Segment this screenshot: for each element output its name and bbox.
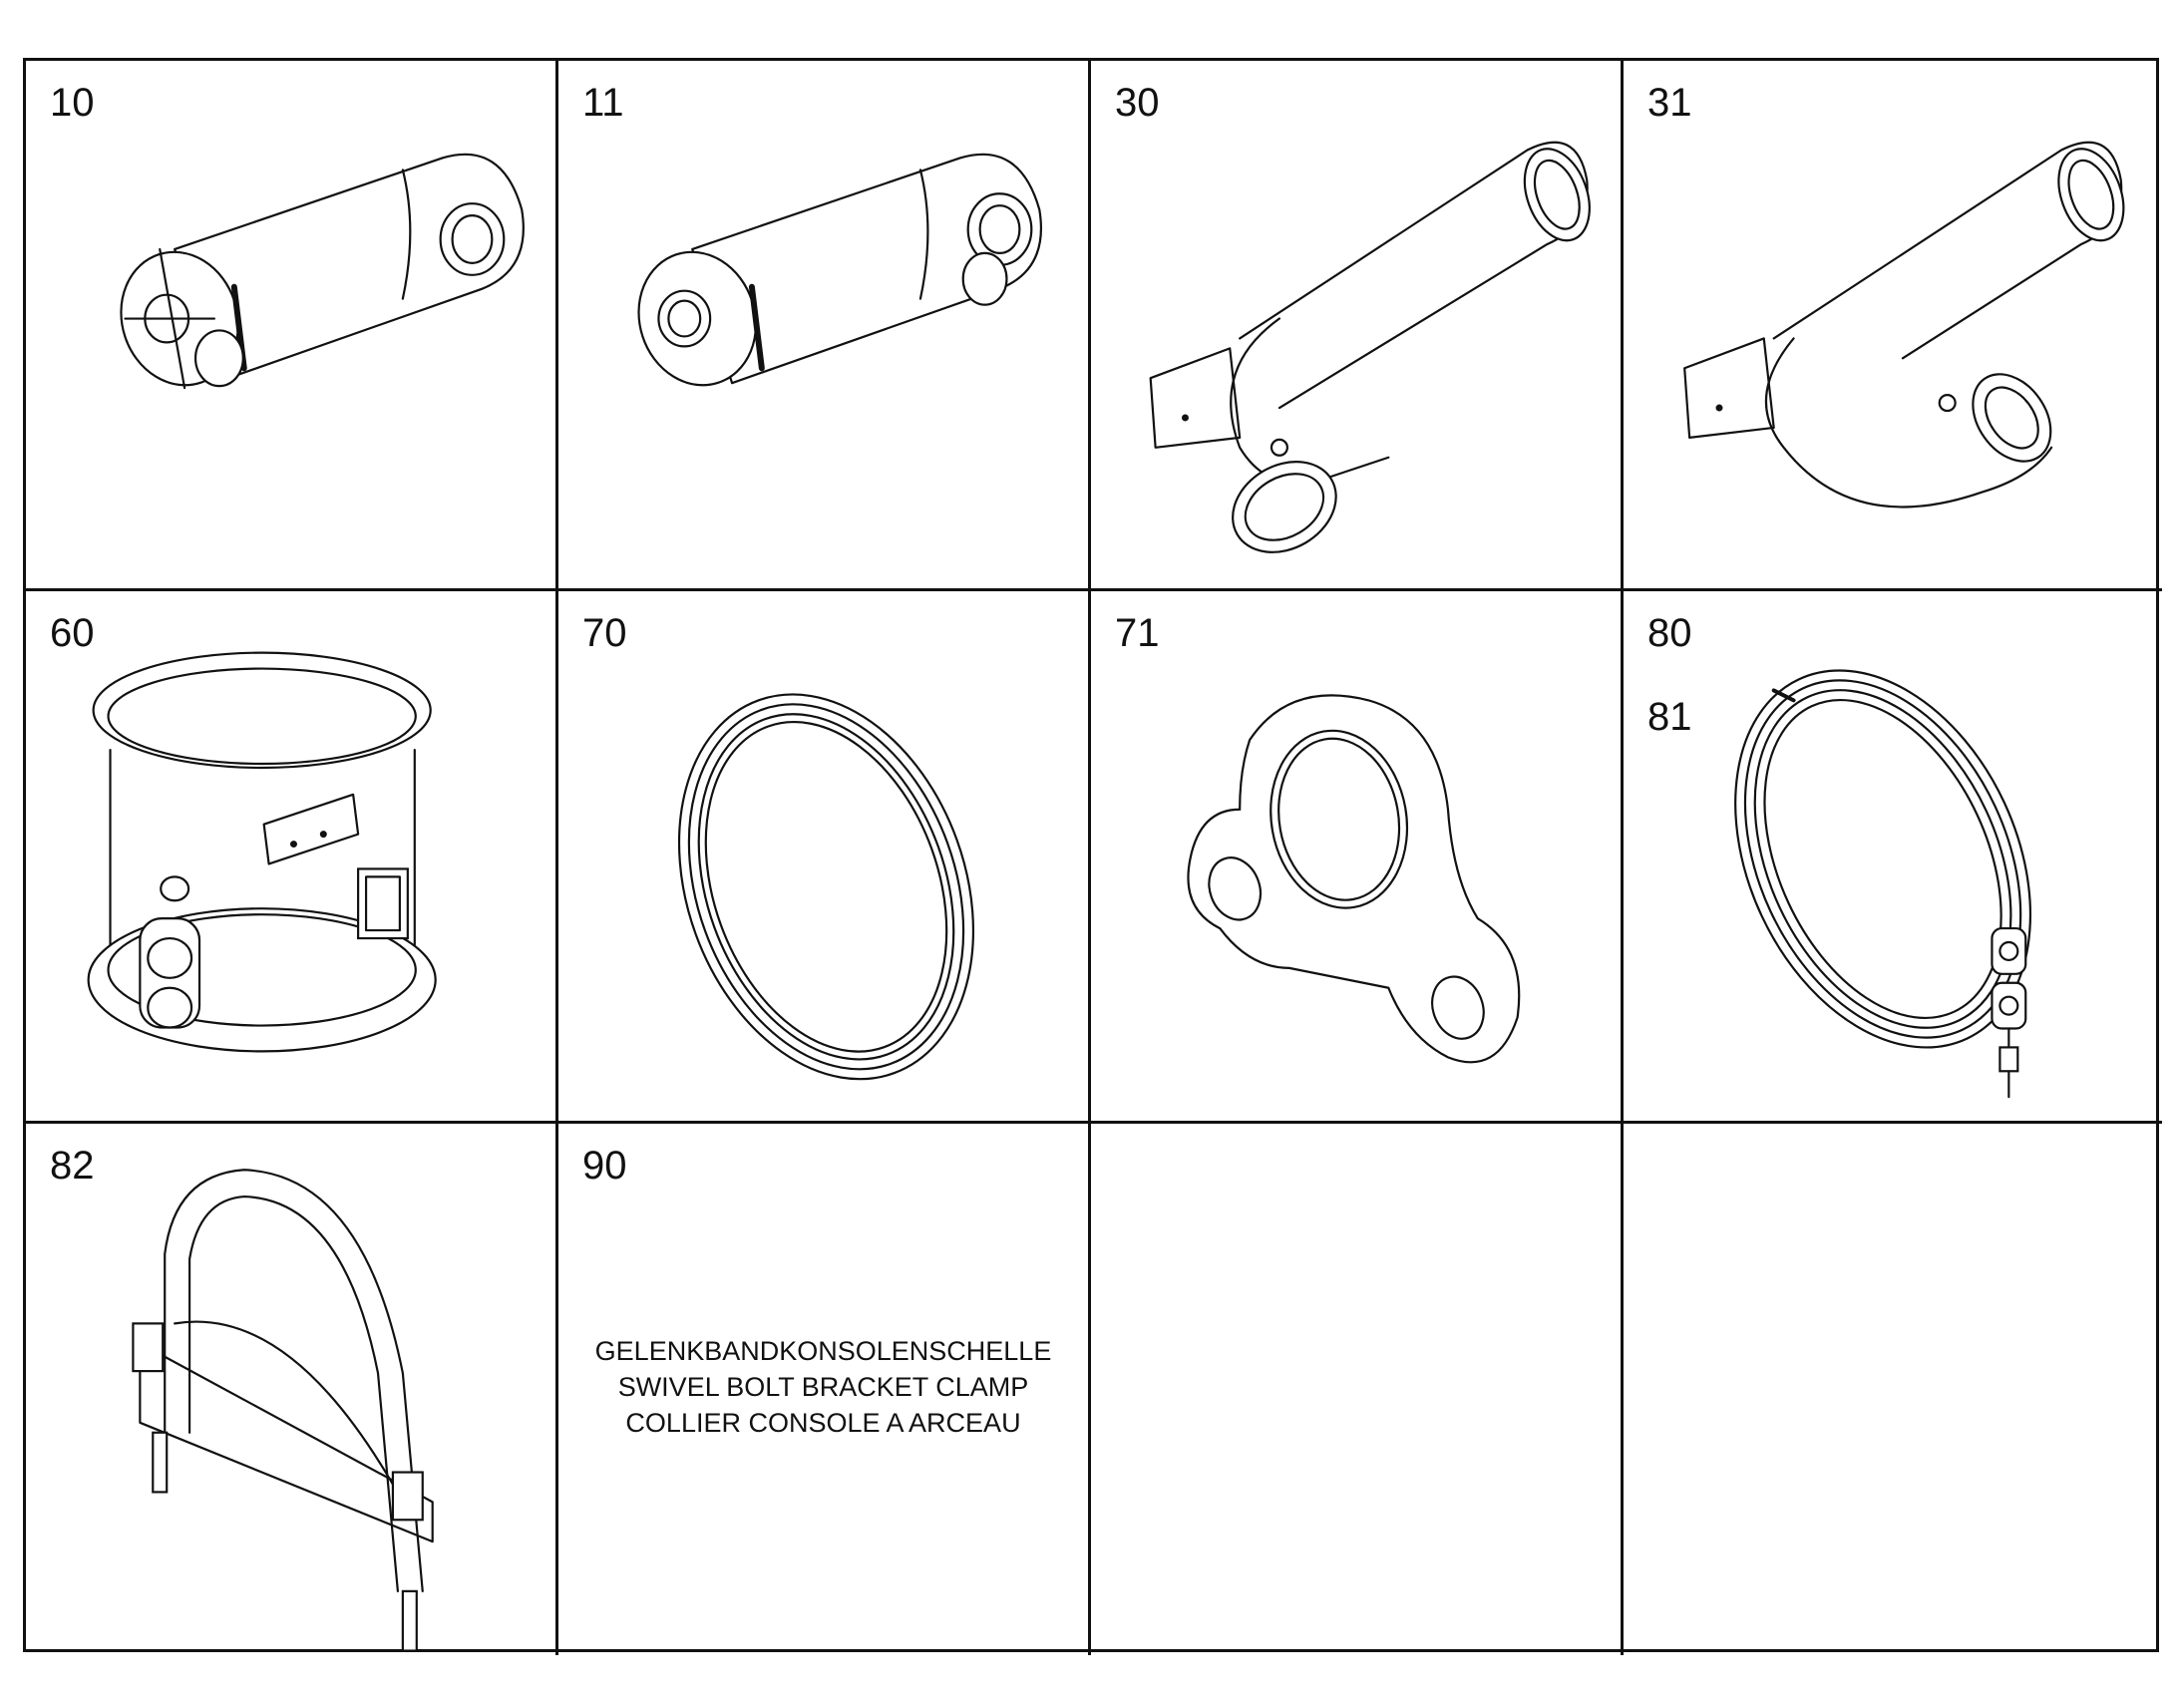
part-number: 30: [1115, 81, 1160, 125]
part-number: 82: [50, 1144, 95, 1188]
part-cell-60[interactable]: 60: [26, 591, 558, 1124]
muffler-illustration: [558, 61, 1088, 588]
empty-cell: [1624, 1124, 2162, 1655]
part-number: 11: [582, 81, 624, 125]
part-cell-82[interactable]: 82: [26, 1124, 558, 1655]
part-cell-90[interactable]: 90 GELENKBANDKONSOLENSCHELLE SWIVEL BOLT…: [558, 1124, 1091, 1655]
part-number: 71: [1115, 611, 1160, 655]
muffler-with-elbow-illustration: [1091, 61, 1621, 588]
u-bolt-clamp-illustration: [26, 1124, 555, 1655]
v-band-clamp-illustration: [1624, 591, 2162, 1121]
catalyst-housing-illustration: [26, 591, 555, 1121]
part-number-secondary: 81: [1647, 695, 1692, 739]
description-de: GELENKBANDKONSOLENSCHELLE: [594, 1336, 1052, 1366]
parts-grid: 10 11: [23, 58, 2162, 1655]
part-cell-10[interactable]: 10: [26, 61, 558, 591]
empty-cell: [1091, 1124, 1624, 1655]
gasket-illustration: [1091, 591, 1621, 1121]
part-number: 60: [50, 611, 95, 655]
part-cell-80-81[interactable]: 80 81: [1624, 591, 2162, 1124]
part-cell-30[interactable]: 30: [1091, 61, 1624, 591]
part-cell-71[interactable]: 71: [1091, 591, 1624, 1124]
description-en: SWIVEL BOLT BRACKET CLAMP: [617, 1372, 1029, 1402]
part-number: 80: [1647, 611, 1692, 655]
muffler-illustration: [26, 61, 555, 588]
description-fr: COLLIER CONSOLE A ARCEAU: [625, 1408, 1021, 1438]
part-description: GELENKBANDKONSOLENSCHELLE SWIVEL BOLT BR…: [558, 1333, 1088, 1441]
muffler-with-elbow-illustration: [1624, 61, 2162, 588]
part-number: 70: [582, 611, 627, 655]
part-number: 10: [50, 81, 95, 125]
part-cell-11[interactable]: 11: [558, 61, 1091, 591]
part-cell-31[interactable]: 31: [1624, 61, 2162, 591]
part-number: 90: [582, 1144, 627, 1188]
part-cell-70[interactable]: 70: [558, 591, 1091, 1124]
part-number: 31: [1647, 81, 1692, 125]
seal-ring-illustration: [558, 591, 1088, 1121]
